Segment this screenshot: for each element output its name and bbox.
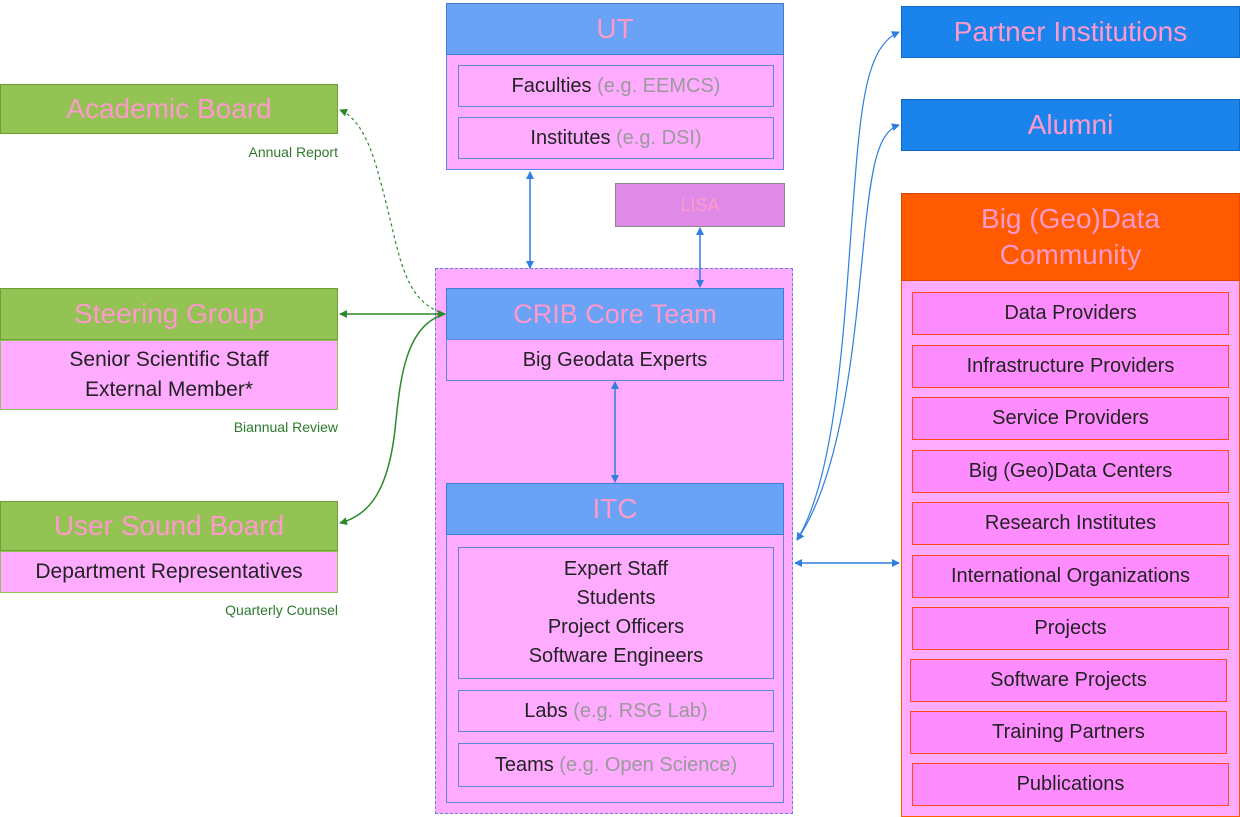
institutes-example: (e.g. DSI) (616, 126, 702, 149)
itc-staff-item: Project Officers (547, 616, 685, 638)
alumni-title: Alumni (1027, 109, 1114, 140)
steering-group-members: Senior Scientific Staff External Member* (0, 340, 338, 410)
teams-example: (e.g. Open Science) (559, 753, 738, 776)
academic-board-header: Academic Board (0, 84, 338, 134)
community-item: Big (Geo)Data Centers (912, 450, 1229, 493)
lisa-label: LISA (680, 194, 720, 215)
user-sound-board-members: Department Representatives (0, 551, 338, 593)
labs-example: (e.g. RSG Lab) (573, 699, 708, 722)
itc-staff-item: Students (576, 587, 656, 609)
academic-board-title: Academic Board (66, 93, 272, 124)
lisa-box: LISA (615, 183, 785, 227)
crib-subtitle: Big Geodata Experts (522, 348, 708, 371)
usb-member: Department Representatives (35, 560, 303, 583)
steering-member: Senior Scientific Staff (69, 348, 269, 371)
itc-staff-item: Software Engineers (528, 645, 704, 667)
community-item: Research Institutes (912, 502, 1229, 545)
alumni-arrow (796, 123, 900, 541)
alumni-header: Alumni (901, 99, 1240, 151)
community-title-line2: Community (999, 239, 1142, 270)
academic-board-note: Annual Report (248, 144, 338, 160)
itc-staff-item: Expert Staff (563, 558, 669, 580)
community-item: Projects (912, 607, 1229, 650)
partner-institutions-header: Partner Institutions (901, 6, 1240, 58)
faculties-example: (e.g. EEMCS) (597, 74, 721, 97)
itc-staff-box: Expert Staff Students Project Officers S… (458, 547, 774, 679)
institutes-label: Institutes (530, 126, 611, 149)
itc-teams-box: Teams (e.g. Open Science) (458, 743, 774, 787)
crib-title: CRIB Core Team (513, 298, 717, 329)
partner-institutions-arrow (796, 31, 900, 541)
user-sound-board-title: User Sound Board (53, 510, 285, 541)
steering-group-note: Biannual Review (233, 419, 338, 435)
itc-labs-box: Labs (e.g. RSG Lab) (458, 690, 774, 732)
community-header: Big (Geo)Data Community (901, 193, 1240, 281)
user-sound-board-header: User Sound Board (0, 501, 338, 551)
steering-member: External Member* (84, 378, 254, 401)
partner-institutions-title: Partner Institutions (953, 16, 1188, 47)
itc-title: ITC (592, 493, 638, 524)
teams-label: Teams (494, 753, 554, 776)
user-sound-board-note: Quarterly Counsel (225, 602, 338, 618)
community-item: Service Providers (912, 397, 1229, 440)
ut-faculties-box: Faculties (e.g. EEMCS) (458, 65, 774, 107)
community-item: Software Projects (910, 659, 1227, 702)
academic-board-arrow (339, 108, 446, 315)
community-item: Publications (912, 763, 1229, 806)
user-sound-board-arrow (339, 313, 446, 526)
community-title-line1: Big (Geo)Data (981, 203, 1160, 234)
faculties-label: Faculties (511, 74, 592, 97)
community-item: International Organizations (912, 555, 1229, 598)
steering-group-title: Steering Group (74, 298, 264, 329)
crib-experts-box: Big Geodata Experts (446, 339, 784, 381)
ut-header: UT (446, 3, 784, 55)
steering-group-header: Steering Group (0, 288, 338, 340)
labs-label: Labs (524, 699, 568, 722)
itc-header: ITC (446, 483, 784, 535)
ut-institutes-box: Institutes (e.g. DSI) (458, 117, 774, 159)
community-item: Data Providers (912, 292, 1229, 335)
community-item: Infrastructure Providers (912, 345, 1229, 388)
ut-title: UT (596, 13, 634, 44)
community-item: Training Partners (910, 711, 1227, 754)
